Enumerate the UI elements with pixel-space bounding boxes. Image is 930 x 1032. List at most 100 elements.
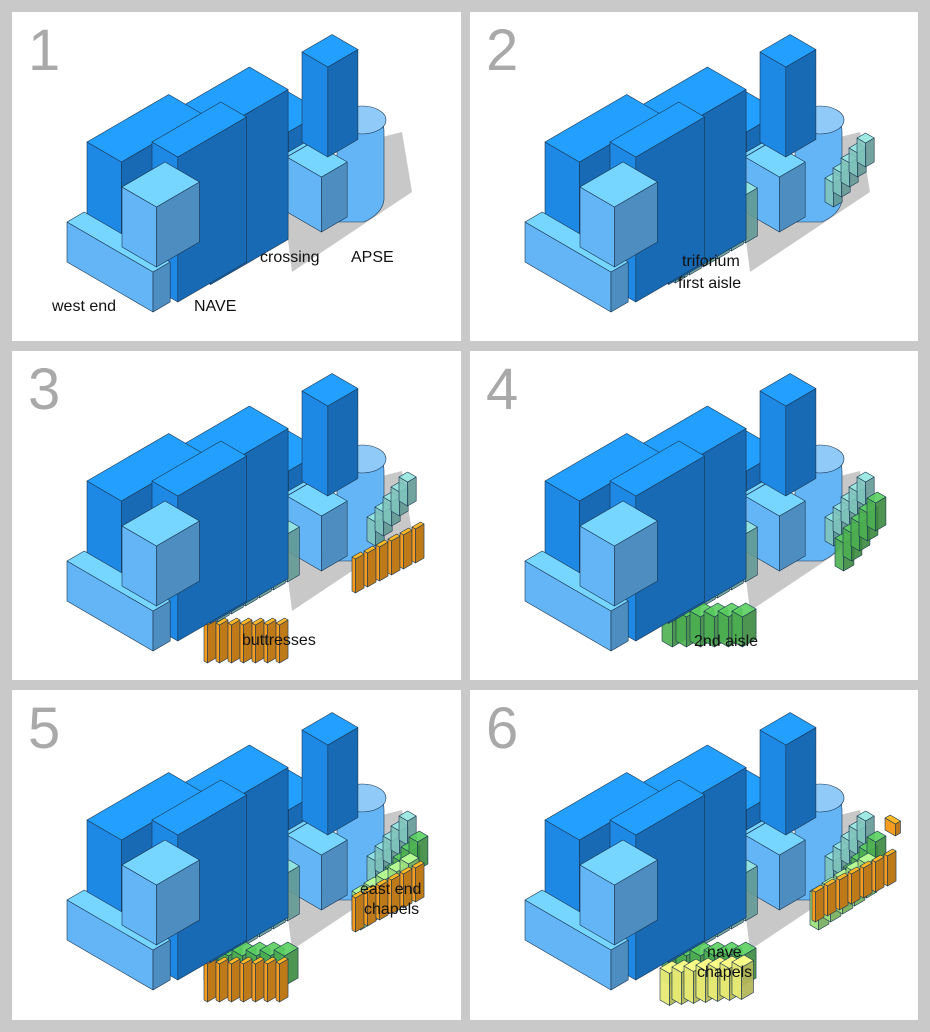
- buttress-east-5-front: [411, 526, 416, 564]
- buttress-nave-0-front: [203, 622, 208, 664]
- buttress-nave-5-top: [263, 956, 277, 965]
- triforium-bay-5-side: [287, 865, 300, 922]
- transept-tower-right-front: [759, 51, 787, 158]
- west-mid-block-top: [579, 839, 658, 886]
- buttress-east-4-front: [399, 532, 404, 570]
- buttress-nave-4-side: [255, 958, 265, 1003]
- buttress-nave-3-front: [239, 961, 244, 1003]
- buttress-nave-6-front: [275, 961, 280, 1003]
- buttress-nave-2-front: [227, 622, 232, 664]
- buttress-east-0-front: [351, 556, 356, 594]
- buttress-east-1-side: [367, 547, 377, 588]
- buttress-nave-5-side: [267, 958, 277, 1003]
- buttress-east-0-side: [815, 886, 825, 923]
- triforium-east-4-top: [856, 471, 875, 483]
- panel-3: 3 buttresses: [12, 351, 461, 680]
- aisle2-bay-5-top: [731, 941, 757, 957]
- buttress-nave-3-side: [243, 958, 253, 1003]
- buttress-nave-0-side: [207, 958, 217, 1003]
- aisle2-east-2-front: [850, 517, 860, 552]
- cathedral-group: [66, 373, 425, 664]
- buttress-east-4-side: [863, 862, 873, 899]
- buttress-east-5-top: [411, 521, 425, 530]
- panel-5: 5 east end chapels: [12, 690, 461, 1020]
- buttress-east-0-front: [351, 895, 356, 933]
- label-nave: NAVE: [194, 298, 237, 315]
- cathedral-group: [524, 373, 887, 652]
- aisle2-east-4-top: [408, 830, 429, 843]
- triforium-east-4-top: [856, 810, 875, 822]
- panel-number: 6: [486, 696, 519, 761]
- buttress-nave-4-top: [251, 956, 265, 965]
- label-apse: APSE: [351, 249, 394, 266]
- aisle2-east-1-front: [842, 527, 852, 562]
- aisle2-bay-5-top: [273, 941, 299, 957]
- west-mid-block-top: [579, 500, 658, 547]
- transept-tower-right-side: [327, 388, 359, 497]
- aisle2-east-4-top: [866, 491, 887, 504]
- nave-chapel-0-front: [659, 967, 670, 1006]
- transept-tower-right-front: [301, 51, 329, 158]
- west-tower-right-top: [151, 440, 247, 497]
- label-triforium: triforium: [682, 253, 740, 270]
- buttress-east-4-side: [403, 529, 413, 570]
- west-mid-block-top: [579, 161, 658, 208]
- label-chapels: chapels: [364, 901, 420, 918]
- west-tower-right-top: [609, 779, 705, 836]
- panel-2: 2 triforium first aisle: [470, 12, 918, 341]
- transept-tower-right-front: [301, 390, 329, 497]
- buttress-nave-3-top: [239, 956, 253, 965]
- buttress-nave-1-side: [219, 619, 229, 664]
- choir-front-top: [286, 480, 348, 517]
- east-chapel-4-top: [399, 852, 420, 865]
- buttress-east-3-side: [851, 868, 861, 905]
- aisle2-east-4-front: [866, 497, 876, 532]
- panel-number: 3: [28, 357, 61, 422]
- buttress-nave-2-side: [231, 619, 241, 664]
- buttress-nave-1-front: [215, 961, 220, 1003]
- buttress-nave-0-side: [207, 619, 217, 664]
- buttress-nave-4-top: [251, 617, 265, 626]
- cathedral-drawing-6: [524, 712, 901, 1006]
- buttress-east-0-front: [811, 889, 816, 923]
- label-west-end: west end: [52, 298, 117, 315]
- buttress-nave-1-front: [215, 622, 220, 664]
- buttress-east-1-side: [827, 880, 837, 917]
- buttress-east-6-top: [883, 848, 897, 857]
- choir-front-top: [744, 141, 806, 178]
- buttress-nave-2-side: [231, 958, 241, 1003]
- triforium-bay-5-side: [745, 187, 758, 244]
- label-crossing: crossing: [260, 249, 320, 266]
- buttress-east-3-side: [391, 535, 401, 576]
- choir-front-top: [286, 819, 348, 856]
- buttress-nave-3-top: [239, 617, 253, 626]
- buttress-east-3-front: [847, 871, 852, 905]
- triforium-east-4-top: [856, 132, 875, 144]
- buttress-nave-2-front: [227, 961, 232, 1003]
- transept-tower-right-side: [785, 388, 817, 497]
- cathedral-drawing-1: [66, 34, 412, 313]
- buttress-east-1-front: [823, 883, 828, 917]
- buttress-east-1-front: [363, 550, 368, 588]
- west-mid-block-top: [121, 839, 200, 886]
- aisle2-east-4-top: [866, 830, 887, 843]
- buttress-east-2-front: [375, 544, 380, 582]
- buttress-nave-6-side: [279, 958, 289, 1003]
- buttress-east-2-side: [839, 874, 849, 911]
- aisle2-east-3-front: [858, 507, 868, 542]
- buttress-east-3-front: [387, 538, 392, 576]
- label-nave: nave: [707, 944, 742, 961]
- buttress-nave-6-top: [275, 617, 289, 626]
- transept-tower-right-side: [785, 727, 817, 836]
- label-east-end: east end: [360, 881, 422, 898]
- buttress-east-2-front: [835, 877, 840, 911]
- buttress-nave-4-front: [251, 961, 256, 1003]
- west-tower-right-top: [151, 779, 247, 836]
- transept-tower-right-top: [301, 373, 359, 407]
- cathedral-group: [524, 34, 875, 313]
- transept-tower-right-top: [759, 34, 817, 68]
- triforium-bay-5-side: [287, 526, 300, 583]
- buttress-top-top: [884, 814, 901, 825]
- panel-6: 6 nave chapels: [470, 690, 918, 1020]
